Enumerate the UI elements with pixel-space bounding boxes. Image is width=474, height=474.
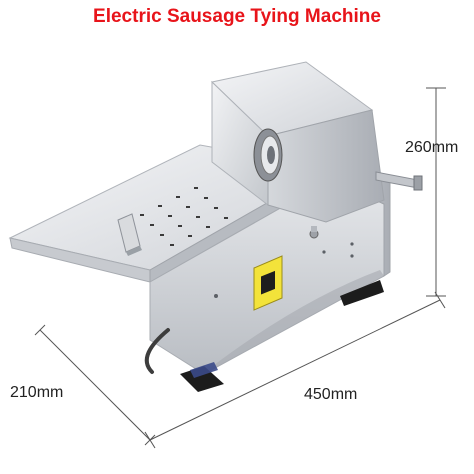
dimension-line-width: [144, 291, 446, 449]
upper-housing: [210, 61, 385, 223]
guide-bracket: [117, 213, 142, 256]
product-title: Electric Sausage Tying Machine: [93, 6, 381, 27]
tying-roller: [253, 128, 283, 182]
power-switch-icon: [261, 270, 275, 295]
tray-holes: [140, 187, 228, 246]
power-cable: [144, 328, 170, 374]
control-panel: [253, 255, 283, 311]
dimension-line-height: [426, 87, 446, 297]
base-feet: [180, 280, 384, 392]
side-rod: [375, 171, 423, 191]
height-dimension-label: 260mm: [405, 139, 459, 156]
adjust-knob: [309, 226, 319, 239]
front-screws: [214, 242, 354, 298]
width-dimension-label: 450mm: [304, 386, 358, 403]
depth-dimension-label: 210mm: [10, 384, 64, 401]
